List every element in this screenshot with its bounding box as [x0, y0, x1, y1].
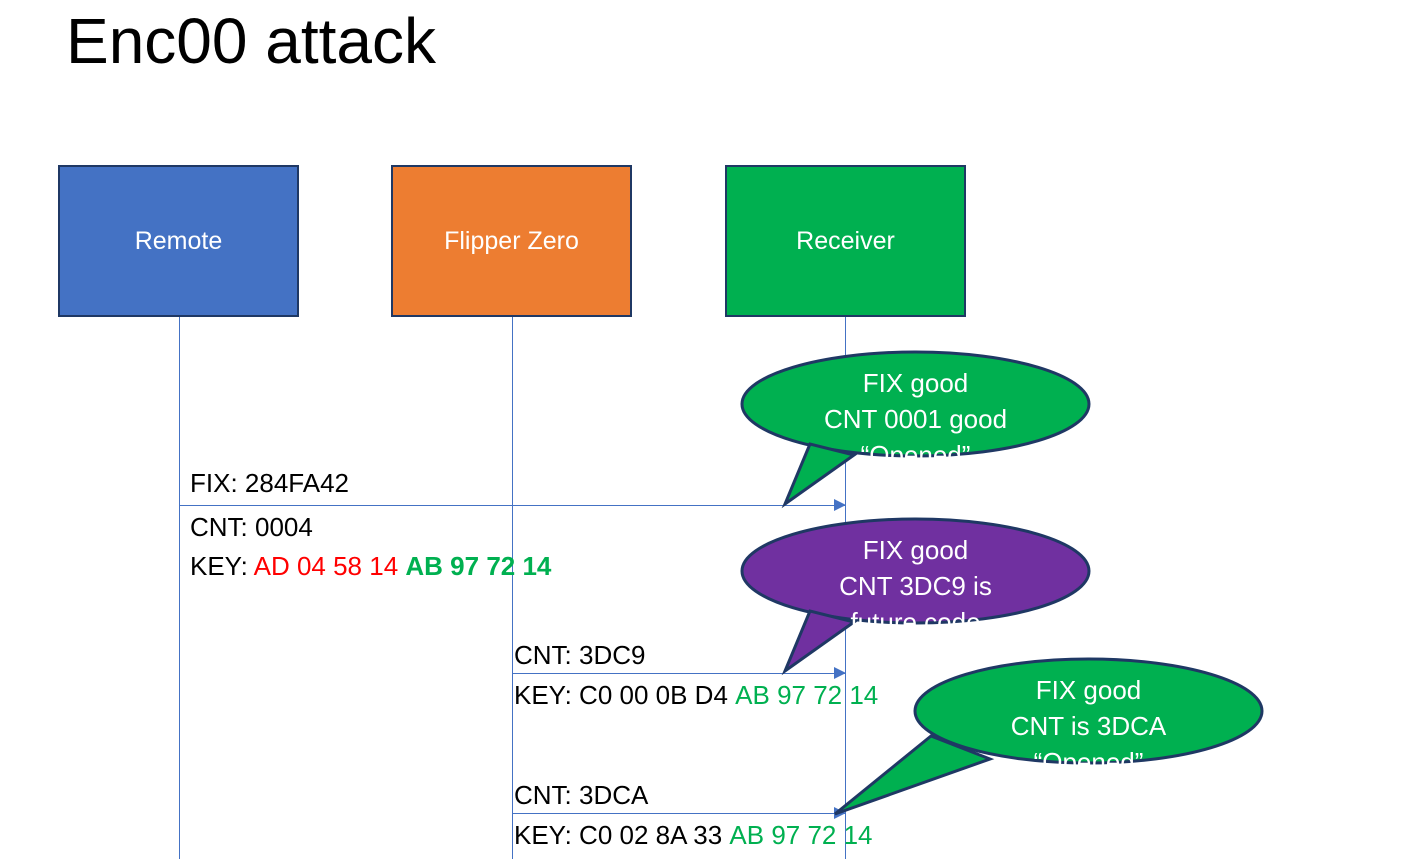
- bubble-tail-3: [834, 734, 995, 816]
- message-label-cnt-3: CNT: 3DCA: [514, 778, 648, 812]
- key-prefix-1: KEY:: [190, 551, 254, 581]
- key-green-bytes-3: AB 97 72 14: [729, 820, 873, 850]
- key-black-bytes-2: C0 00 0B D4: [579, 680, 728, 710]
- actor-label-remote: Remote: [134, 227, 223, 255]
- cnt-prefix-2: CNT:: [514, 640, 579, 670]
- key-red-bytes-1: AD 04 58 14: [253, 551, 399, 581]
- lifeline-flipper-zero: [512, 317, 513, 859]
- bubble-ellipse-2: [740, 517, 1091, 625]
- actor-box-receiver[interactable]: Receiver: [725, 165, 966, 317]
- actor-box-flipper-zero[interactable]: Flipper Zero: [391, 165, 632, 317]
- cnt-value-3: 3DCA: [579, 780, 649, 810]
- message-label-cnt-2: CNT: 3DC9: [514, 638, 645, 672]
- key-green-bytes-1: AB 97 72 14: [405, 551, 552, 581]
- actor-label-receiver: Receiver: [796, 227, 895, 255]
- message-label-fix-1: FIX: 284FA42: [190, 466, 349, 500]
- actor-box-remote[interactable]: Remote: [58, 165, 299, 317]
- bubble-ellipse-1: [740, 350, 1091, 458]
- bubble-tail-2: [781, 609, 858, 676]
- arrowhead-icon-2: [834, 667, 846, 679]
- message-label-key-3: KEY: C0 02 8A 33 AB 97 72 14: [514, 818, 873, 852]
- message-label-key-2: KEY: C0 00 0B D4 AB 97 72 14: [514, 678, 878, 712]
- bubble-ellipse-3: [913, 657, 1264, 765]
- message-label-cnt-1: CNT: 0004: [190, 510, 313, 544]
- key-green-bytes-2: AB 97 72 14: [735, 680, 879, 710]
- key-black-bytes-3: C0 02 8A 33: [579, 820, 723, 850]
- fix-prefix-1: FIX:: [190, 468, 245, 498]
- lifeline-remote: [179, 317, 180, 859]
- speech-bubble-1[interactable]: FIX good CNT 0001 good “Opened”: [740, 350, 1091, 509]
- actor-label-flipper-zero: Flipper Zero: [444, 227, 579, 255]
- cnt-value-1: 0004: [255, 512, 313, 542]
- key-prefix-2: KEY:: [514, 680, 580, 710]
- speech-bubble-2[interactable]: FIX good CNT 3DC9 is future code: [740, 517, 1091, 676]
- message-arrow-1: [179, 505, 845, 506]
- message-arrow-2: [512, 673, 845, 674]
- fix-value-1: 284FA42: [244, 468, 349, 498]
- arrowhead-icon-1: [834, 499, 846, 511]
- bubble-tail-1: [781, 442, 858, 509]
- key-prefix-3: KEY:: [514, 820, 580, 850]
- cnt-prefix-1: CNT:: [190, 512, 255, 542]
- page-title: Enc00 attack: [66, 5, 436, 77]
- cnt-prefix-3: CNT:: [514, 780, 579, 810]
- message-label-key-1: KEY: AD 04 58 14 AB 97 72 14: [190, 549, 551, 583]
- speech-bubble-3[interactable]: FIX good CNT is 3DCA “Opened”: [834, 657, 1264, 816]
- message-arrow-3: [512, 813, 845, 814]
- cnt-value-2: 3DC9: [579, 640, 646, 670]
